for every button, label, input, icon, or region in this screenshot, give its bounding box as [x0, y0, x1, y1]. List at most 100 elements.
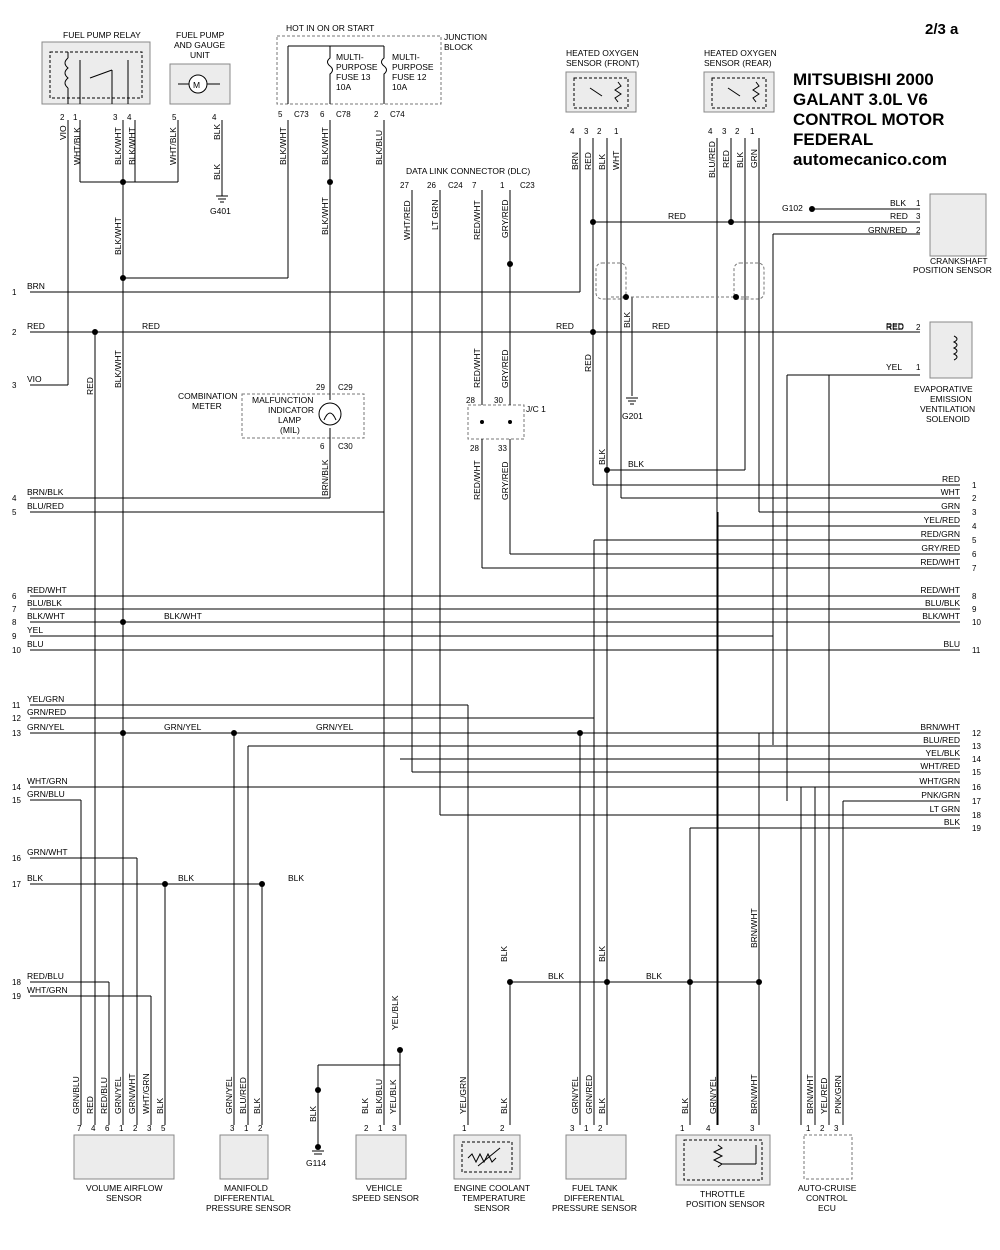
b-blkblu: BLK/BLU — [374, 1079, 384, 1114]
v-blured: BLU/RED — [707, 141, 717, 178]
jb-pin-2: 2 — [374, 110, 379, 119]
v-blkwht-5: BLK/WHT — [320, 127, 330, 165]
v-redwht-2: RED/WHT — [472, 348, 482, 388]
left-pin-label: RED/BLU — [27, 971, 64, 981]
ect-label-1: ENGINE COOLANT — [454, 1183, 530, 1193]
fuel-pump-gauge-label-1: FUEL PUMP — [176, 30, 225, 40]
combination-meter-label-2: METER — [192, 401, 222, 411]
ground-icon-g401 — [216, 195, 228, 203]
conn-c24: C24 — [448, 181, 463, 190]
acc-pin-3: 3 — [834, 1124, 839, 1133]
pump-pin-5: 5 — [172, 113, 177, 122]
left-pin-label: GRN/BLU — [27, 789, 65, 799]
left-pin-number: 11 — [12, 701, 21, 710]
evap-label-4: SOLENOID — [926, 414, 970, 424]
joint-connector-1 — [467, 404, 525, 440]
right-pin-label: WHT/RED — [920, 761, 960, 771]
v-blk-8: BLK — [597, 946, 607, 962]
left-pin-label: VIO — [27, 374, 42, 384]
mid-blk-1: BLK — [628, 459, 644, 469]
right-pin-number: 12 — [972, 729, 981, 738]
v-red-3: RED — [721, 150, 731, 168]
b-pnkgrn: PNK/GRN — [833, 1075, 843, 1114]
wires-vertical — [67, 120, 844, 1145]
tps-label-2: POSITION SENSOR — [686, 1199, 765, 1209]
right-pin-label: YEL/BLK — [926, 748, 961, 758]
left-pin-number: 14 — [12, 783, 21, 792]
vaf-pin-7: 7 — [77, 1124, 82, 1133]
hot-in-on-label: HOT IN ON OR START — [286, 23, 374, 33]
left-pin-number: 3 — [12, 381, 17, 390]
right-pin-number: 4 — [972, 522, 977, 531]
left-pin-label: BLU/RED — [27, 501, 64, 511]
left-pin-label: GRN/WHT — [27, 847, 68, 857]
left-pin-number: 13 — [12, 729, 21, 738]
crank-wire-red: RED — [890, 211, 908, 221]
v-blk-2: BLK — [212, 164, 222, 180]
left-pin-number: 9 — [12, 632, 17, 641]
ect-pin-1: 1 — [462, 1124, 467, 1133]
b-grnyel-mdp: GRN/YEL — [224, 1076, 234, 1114]
crankshaft-sensor — [929, 193, 987, 257]
v-blk-5: BLK — [622, 312, 632, 328]
conn-c74: C74 — [390, 110, 405, 119]
mil-label-4: (MIL) — [280, 425, 300, 435]
vaf-pin-2: 2 — [133, 1124, 138, 1133]
v-blk-1: BLK — [212, 124, 222, 140]
ect-pin-2: 2 — [500, 1124, 505, 1133]
v-gryred-3: GRY/RED — [500, 461, 510, 500]
v-blk-4: BLK — [735, 152, 745, 168]
left-pin-label: RED — [27, 321, 45, 331]
dlc-pin-1: 1 — [500, 181, 505, 190]
b-brnwht-tps: BRN/WHT — [749, 1074, 759, 1114]
b-redblu: RED/BLU — [99, 1077, 109, 1114]
ho2s-rear-label-1: HEATED OXYGEN — [704, 48, 777, 58]
right-pin-label: YEL/RED — [924, 515, 960, 525]
ground-g401: G401 — [210, 206, 231, 216]
splice-dots — [92, 179, 815, 1093]
vaf-pin-5: 5 — [161, 1124, 166, 1133]
v-grn: GRN — [749, 149, 759, 168]
bottom-vertical-labels: GRN/BLU RED RED/BLU GRN/YEL GRN/WHT WHT/… — [71, 1073, 843, 1114]
left-pin-number: 12 — [12, 714, 21, 723]
vertical-wire-labels: VIO WHT/BLK BLK/WHT BLK/WHT WHT/BLK BLK … — [58, 124, 759, 1122]
v-blkwht-6: BLK/WHT — [320, 197, 330, 235]
acc-pin-1: 1 — [806, 1124, 811, 1133]
jb-pin-6: 6 — [320, 110, 325, 119]
evap-pin-1: 1 — [916, 363, 921, 372]
right-pin-number: 8 — [972, 592, 977, 601]
left-pin-number: 4 — [12, 494, 17, 503]
mid-blkwht: BLK/WHT — [164, 611, 202, 621]
b-blk-ect: BLK — [499, 1098, 509, 1114]
acc-label-1: AUTO-CRUISE — [798, 1183, 857, 1193]
ftdp-pin-1: 1 — [584, 1124, 589, 1133]
ho2sf-pin-2: 2 — [597, 127, 602, 136]
mid-red-1: RED — [142, 321, 160, 331]
junction-block-label-1: JUNCTION — [444, 32, 487, 42]
jb-pin-5: 5 — [278, 110, 283, 119]
vaf-pin-6: 6 — [105, 1124, 110, 1133]
b-red: RED — [85, 1096, 95, 1114]
left-pin-label: YEL — [27, 625, 43, 635]
left-pin-number: 6 — [12, 592, 17, 601]
jc1-pin-28b: 28 — [470, 444, 479, 453]
left-pin-label: BLU/BLK — [27, 598, 62, 608]
b-whtgrn: WHT/GRN — [141, 1073, 151, 1114]
jc1-pin-28: 28 — [466, 396, 475, 405]
relay-pin-1: 1 — [73, 113, 78, 122]
dlc-pin-26: 26 — [427, 181, 436, 190]
acc-ecu — [803, 1134, 853, 1180]
page-label: 2/3 a — [925, 21, 959, 38]
tps-label-1: THROTTLE — [700, 1189, 745, 1199]
ho2sr-pin-3: 3 — [722, 127, 727, 136]
b-blk-mdp: BLK — [252, 1098, 262, 1114]
ho2sf-pin-1: 1 — [614, 127, 619, 136]
acc-pin-2: 2 — [820, 1124, 825, 1133]
ftdp-sensor — [565, 1134, 627, 1180]
wires-horizontal — [30, 208, 960, 997]
b-blk-vss: BLK — [360, 1098, 370, 1114]
right-pin-number: 19 — [972, 824, 981, 833]
fuse12-label-2: PURPOSE — [392, 62, 434, 72]
left-pin-number: 1 — [12, 288, 17, 297]
v-blkwht-1: BLK/WHT — [113, 127, 123, 165]
